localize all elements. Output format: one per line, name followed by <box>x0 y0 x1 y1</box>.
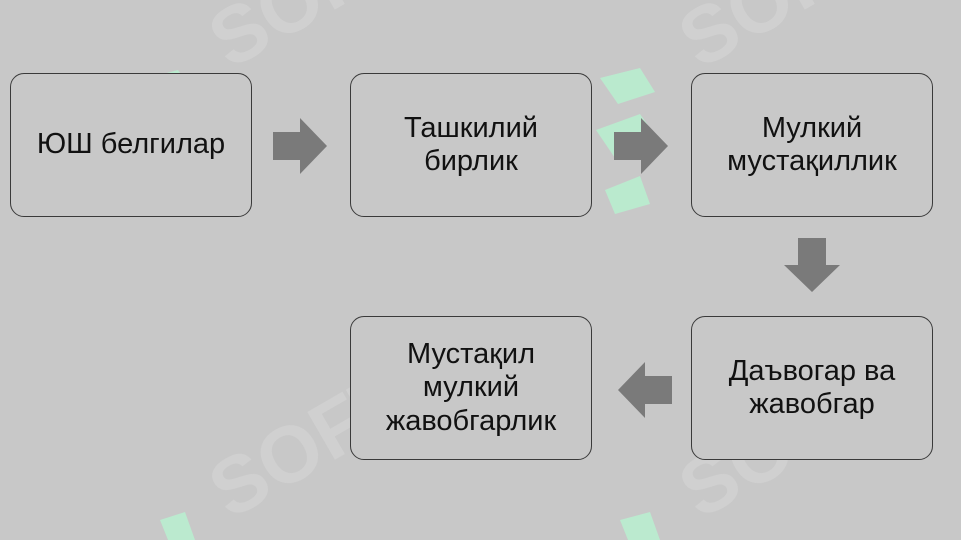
watermark-logo-bottom <box>160 512 660 540</box>
arrow-down-icon <box>784 238 840 292</box>
watermark-text: SOFT <box>664 0 893 85</box>
node-davogar-va-javobgar: Даъвогар ва жавобгар <box>691 316 933 460</box>
node-yush-belgilar: ЮШ белгилар <box>10 73 252 217</box>
arrow-left-icon <box>618 362 672 418</box>
node-tashkiliy-birlik: Ташкилий бирлик <box>350 73 592 217</box>
node-label: ЮШ белгилар <box>36 128 226 161</box>
arrow-right-icon <box>273 118 327 174</box>
node-label: Мулкий мустақиллик <box>727 111 897 177</box>
arrow-right-icon <box>614 118 668 174</box>
node-label: Ташкилий бирлик <box>403 111 538 177</box>
node-label: Мустақил мулкий жавобгарлик <box>385 337 557 437</box>
arrow-right-icon <box>614 118 668 174</box>
watermark-text: SOFT <box>194 0 423 85</box>
arrow-left-icon <box>618 362 672 418</box>
arrow-down-icon <box>784 238 840 292</box>
node-mustaqil-mulkiy-javobgarlik: Мустақил мулкий жавобгарлик <box>350 316 592 460</box>
node-mulkiy-mustaqillik: Мулкий мустақиллик <box>691 73 933 217</box>
arrow-right-icon <box>273 118 327 174</box>
node-label: Даъвогар ва жавобгар <box>728 354 896 420</box>
